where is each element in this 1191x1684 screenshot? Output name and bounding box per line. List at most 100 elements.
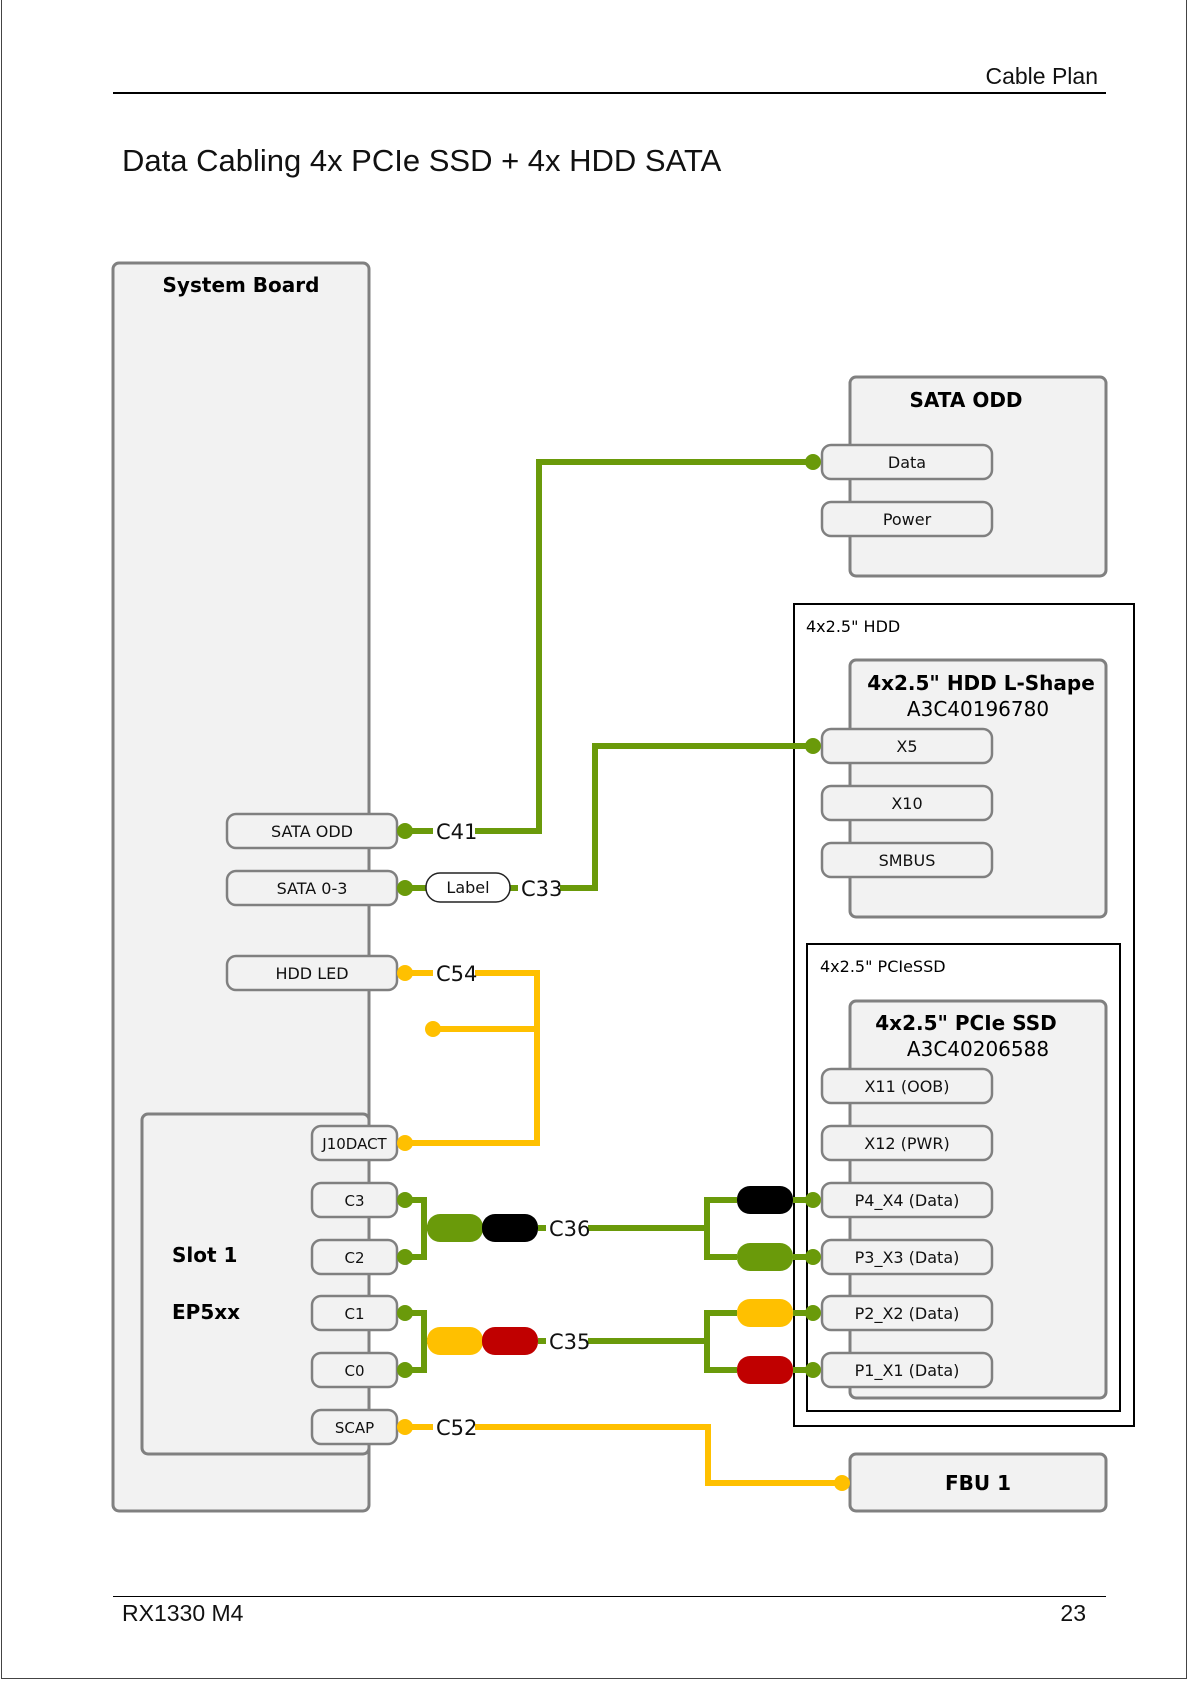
connector-x11-oob[interactable]: X11 (OOB) xyxy=(820,1067,994,1105)
cable-c54 xyxy=(405,970,540,1146)
cable-end-dot xyxy=(834,1475,850,1491)
connector-j10dact[interactable]: J10DACT xyxy=(310,1124,399,1162)
hdd-group: 4x2.5" HDD xyxy=(793,603,1135,1427)
card-name: EP5xx xyxy=(172,1300,240,1324)
connector-p4-x4-data[interactable]: P4_X4 (Data) xyxy=(820,1181,994,1219)
connector-x12-pwr[interactable]: X12 (PWR) xyxy=(820,1124,994,1162)
connector-label: SMBUS xyxy=(879,851,936,870)
cable-end-dot xyxy=(397,1419,413,1435)
connector-label: X5 xyxy=(896,737,917,756)
hdd-group-label: 4x2.5" HDD xyxy=(806,617,900,636)
connector-label: J10DACT xyxy=(321,1135,387,1153)
connector-label: Data xyxy=(888,453,926,472)
cable-label-c52: C52 xyxy=(436,1416,477,1440)
page-title: Data Cabling 4x PCIe SSD + 4x HDD SATA xyxy=(122,143,722,178)
section-header: Cable Plan xyxy=(985,63,1098,89)
connector-c1[interactable]: C1 xyxy=(310,1294,399,1332)
cable-end-dot xyxy=(397,880,413,896)
cable-label-bg xyxy=(518,874,560,900)
slot-1-card: Slot 1 EP5xx xyxy=(140,1112,371,1456)
cable-end-dot xyxy=(397,1362,413,1378)
connector-sata-odd[interactable]: SATA ODD xyxy=(225,812,399,850)
connector-smbus[interactable]: SMBUS xyxy=(820,841,994,879)
connector-label: SATA ODD xyxy=(271,822,353,841)
cable-c54-loose-end xyxy=(425,1021,441,1037)
cable-end-dot xyxy=(805,1249,821,1265)
connector-data[interactable]: Data xyxy=(820,443,994,481)
connector-label: C3 xyxy=(344,1192,364,1210)
cable-end-dot xyxy=(397,823,413,839)
connector-label: SATA 0-3 xyxy=(277,879,348,898)
connector-c0[interactable]: C0 xyxy=(310,1351,399,1389)
cable-label-c41: C41 xyxy=(436,820,477,844)
hdd-backplane-part: A3C40196780 xyxy=(907,697,1049,721)
connector-body xyxy=(820,841,994,879)
cable-end-dot xyxy=(805,1192,821,1208)
cable-end-dot xyxy=(805,1362,821,1378)
footer-model: RX1330 M4 xyxy=(122,1600,244,1626)
connector-label: C2 xyxy=(344,1249,364,1267)
connector-x5[interactable]: X5 xyxy=(820,727,994,765)
cable-end-dot xyxy=(397,1135,413,1151)
connector-p1-x1-data[interactable]: P1_X1 (Data) xyxy=(820,1351,994,1389)
cable-c36-right-split xyxy=(704,1197,737,1260)
cable-end-dot xyxy=(805,1305,821,1321)
cable-c36-plug-left-2 xyxy=(482,1214,538,1242)
cable-c36-plug-right-2 xyxy=(737,1243,793,1271)
connector-label: X10 xyxy=(891,794,922,813)
ssd-backplane-part: A3C40206588 xyxy=(907,1037,1049,1061)
cable-c35-right-split xyxy=(704,1310,737,1373)
connector-label: P2_X2 (Data) xyxy=(855,1304,960,1324)
connector-label: C0 xyxy=(344,1362,364,1380)
connector-c3[interactable]: C3 xyxy=(310,1181,399,1219)
connector-hdd-led[interactable]: HDD LED xyxy=(225,954,399,992)
connector-body xyxy=(820,727,994,765)
connector-body xyxy=(820,1294,994,1332)
system-board-title: System Board xyxy=(163,273,320,297)
cable-tag xyxy=(425,872,511,903)
cable-label-c35: C35 xyxy=(549,1330,590,1354)
cable-end-dot xyxy=(397,1305,413,1321)
cable-label-c33: C33 xyxy=(521,877,562,901)
cable-c35-left-split xyxy=(405,1310,427,1373)
connector-label: X11 (OOB) xyxy=(864,1077,949,1096)
cable-end-dot xyxy=(397,1249,413,1265)
ssd-group-label: 4x2.5" PCIeSSD xyxy=(820,957,946,976)
cable-c35-plug-right-2 xyxy=(737,1356,793,1384)
connector-x10[interactable]: X10 xyxy=(820,784,994,822)
connector-label: SCAP xyxy=(335,1419,374,1437)
connector-c2[interactable]: C2 xyxy=(310,1238,399,1276)
connector-body xyxy=(820,784,994,822)
ssd-backplane-title: 4x2.5" PCIe SSD xyxy=(875,1011,1056,1035)
cable-c36-left-split xyxy=(405,1197,427,1260)
fbu-device: FBU 1 xyxy=(848,1452,1108,1513)
cable-label-c36: C36 xyxy=(549,1217,590,1241)
connector-p3-x3-data[interactable]: P3_X3 (Data) xyxy=(820,1238,994,1276)
cable-label-bg xyxy=(433,1413,475,1439)
connector-label: Power xyxy=(883,510,932,529)
cable-c36-plug-left-1 xyxy=(427,1214,483,1242)
connector-body xyxy=(820,1238,994,1276)
footer-rule xyxy=(113,1596,1106,1597)
cable-c35-plug-left-2 xyxy=(482,1327,538,1355)
cable-label-bg xyxy=(433,959,475,985)
connector-sata-0-3[interactable]: SATA 0-3 xyxy=(225,869,399,907)
connector-label: P3_X3 (Data) xyxy=(855,1248,960,1268)
page-number: 23 xyxy=(1060,1600,1086,1626)
cable-label-c54: C54 xyxy=(436,962,477,986)
connector-label: P4_X4 (Data) xyxy=(855,1191,960,1211)
connector-scap[interactable]: SCAP xyxy=(310,1408,399,1446)
sata-odd-title: SATA ODD xyxy=(909,388,1022,412)
header-rule xyxy=(113,92,1106,94)
cable-c41 xyxy=(405,459,813,834)
ssd-group: 4x2.5" PCIeSSD xyxy=(806,943,1121,1412)
connector-power[interactable]: Power xyxy=(820,500,994,538)
fbu-title: FBU 1 xyxy=(945,1471,1011,1495)
cable-tag-label: Label xyxy=(446,878,489,897)
cable-end-dot xyxy=(805,738,821,754)
connector-p2-x2-data[interactable]: P2_X2 (Data) xyxy=(820,1294,994,1332)
cable-end-dot xyxy=(397,1192,413,1208)
cable-end-dot xyxy=(805,454,821,470)
